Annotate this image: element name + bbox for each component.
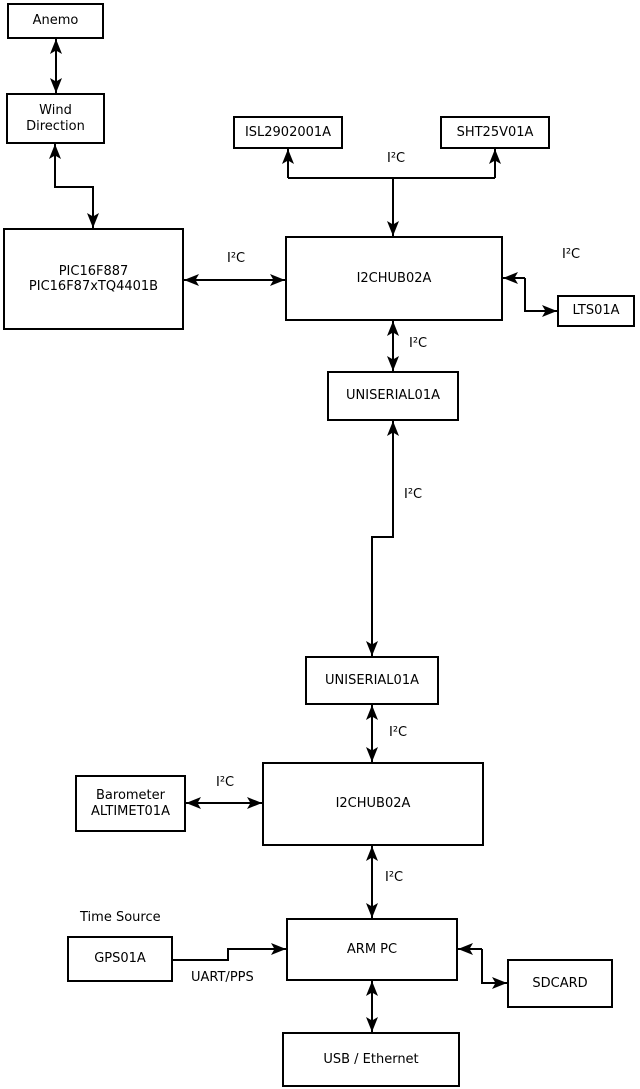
node-usb-ethernet-label: USB / Ethernet	[323, 1051, 419, 1067]
node-sht25v01a-label: SHT25V01A	[456, 124, 534, 140]
node-barometer: Barometer ALTIMET01A	[75, 775, 186, 832]
label-i2c-barometer-hub: I²C	[216, 775, 235, 790]
node-uniserial-bottom: UNISERIAL01A	[305, 656, 439, 705]
node-sht25v01a: SHT25V01A	[440, 116, 550, 149]
node-i2c-hub-bottom-label: I2CHUB02A	[335, 796, 411, 812]
label-i2c-hub-top-lts: I²C	[562, 247, 581, 262]
node-lts01a-label: LTS01A	[572, 303, 620, 319]
label-time-source: Time Source	[80, 910, 161, 925]
label-i2c-hub-top-uniserial: I²C	[409, 336, 428, 351]
node-uniserial-top-label: UNISERIAL01A	[346, 388, 440, 404]
node-lts01a: LTS01A	[557, 295, 635, 327]
edge-uniserial-top-uniserial-bottom	[366, 421, 399, 656]
node-anemo-label: Anemo	[32, 13, 79, 29]
node-usb-ethernet: USB / Ethernet	[282, 1032, 460, 1087]
node-pic: PIC16F887 PIC16F87xTQ4401B	[3, 228, 184, 330]
edge-hub-top-to-lts	[524, 278, 557, 317]
node-wind-direction-label: Wind Direction	[26, 103, 85, 134]
edge-wind-direction-pic	[49, 144, 99, 228]
label-i2c-sensor-bus: I²C	[387, 151, 406, 166]
node-uniserial-top: UNISERIAL01A	[327, 371, 459, 421]
node-isl2902001a-label: ISL2902001A	[244, 124, 332, 140]
node-uniserial-bottom-label: UNISERIAL01A	[325, 672, 419, 688]
node-i2c-hub-top: I2CHUB02A	[285, 236, 503, 321]
node-i2c-hub-bottom: I2CHUB02A	[262, 762, 484, 846]
label-uart-pps: UART/PPS	[191, 970, 254, 985]
node-barometer-label: Barometer ALTIMET01A	[91, 788, 170, 819]
node-isl2902001a: ISL2902001A	[233, 116, 343, 149]
node-i2c-hub-top-label: I2CHUB02A	[356, 270, 432, 286]
node-gps01a: GPS01A	[67, 936, 173, 982]
label-i2c-hub-bottom-arm-pc: I²C	[385, 870, 404, 885]
node-arm-pc-label: ARM PC	[346, 941, 398, 957]
node-anemo: Anemo	[7, 3, 104, 39]
node-sdcard: SDCARD	[507, 959, 613, 1008]
node-gps01a-label: GPS01A	[94, 951, 146, 967]
edge-gps-arm-pc	[173, 943, 286, 961]
label-i2c-pic-hub-top: I²C	[227, 251, 246, 266]
edge-arm-pc-to-sdcard	[481, 949, 507, 989]
node-wind-direction: Wind Direction	[6, 93, 105, 144]
label-i2c-uniserial-hub-bottom: I²C	[389, 725, 408, 740]
node-arm-pc: ARM PC	[286, 918, 458, 981]
node-pic-label: PIC16F887 PIC16F87xTQ4401B	[28, 263, 159, 294]
label-i2c-uniserial-link: I²C	[404, 487, 423, 502]
node-sdcard-label: SDCARD	[532, 975, 588, 991]
